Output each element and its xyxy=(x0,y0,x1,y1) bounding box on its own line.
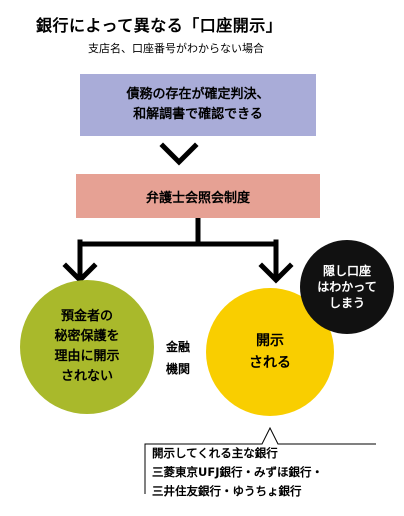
arrow-1 xyxy=(159,142,199,166)
black-circle-line-1: 隠し口座 xyxy=(322,264,371,278)
black-circle-line-3: しまう xyxy=(328,296,365,310)
middle-label-line-2: 機関 xyxy=(165,362,190,376)
arrow-right xyxy=(258,262,294,284)
box1-line-2: 和解調書で確認できる xyxy=(133,107,263,122)
note-callout-border xyxy=(144,426,376,494)
left-circle-line-2: 秘密保護を xyxy=(54,329,120,344)
hidden-account-callout: 隠し口座 はわかって しまう xyxy=(300,240,394,334)
diagram-title: 銀行によって異なる「口座開示」 xyxy=(36,16,283,35)
black-circle-line-2: はわかって xyxy=(317,280,377,294)
left-circle-line-3: 理由に開示 xyxy=(54,349,120,364)
right-circle-line-1: 開示 xyxy=(256,333,284,349)
bank-note-line-3: 三井住友銀行・ゆうちょ銀行 xyxy=(152,484,302,498)
financial-institution-label: 金融 機関 xyxy=(158,336,198,380)
bank-note-line-2: 三菱東京UFJ銀行・みずほ銀行・ xyxy=(152,465,323,479)
disclosing-banks-note: 開示してくれる主な銀行 三菱東京UFJ銀行・みずほ銀行・ 三井住友銀行・ゆうちょ… xyxy=(152,444,392,501)
not-disclosed-circle: 預金者の 秘密保護を 理由に開示 されない xyxy=(20,280,154,414)
right-circle-line-2: される xyxy=(249,355,291,371)
left-circle-line-4: されない xyxy=(60,369,113,384)
box2-label: 弁護士会照会制度 xyxy=(145,190,250,206)
middle-label-line-1: 金融 xyxy=(165,340,190,354)
bank-note-line-1: 開示してくれる主な銀行 xyxy=(152,446,278,460)
confirmed-debt-box: 債務の存在が確定判決、 和解調書で確認できる xyxy=(80,74,316,136)
box1-line-1: 債務の存在が確定判決、 xyxy=(126,87,270,102)
bar-association-inquiry-box: 弁護士会照会制度 xyxy=(76,174,320,218)
diagram-subtitle: 支店名、口座番号がわからない場合 xyxy=(88,42,264,55)
left-circle-line-1: 預金者の xyxy=(60,309,113,324)
